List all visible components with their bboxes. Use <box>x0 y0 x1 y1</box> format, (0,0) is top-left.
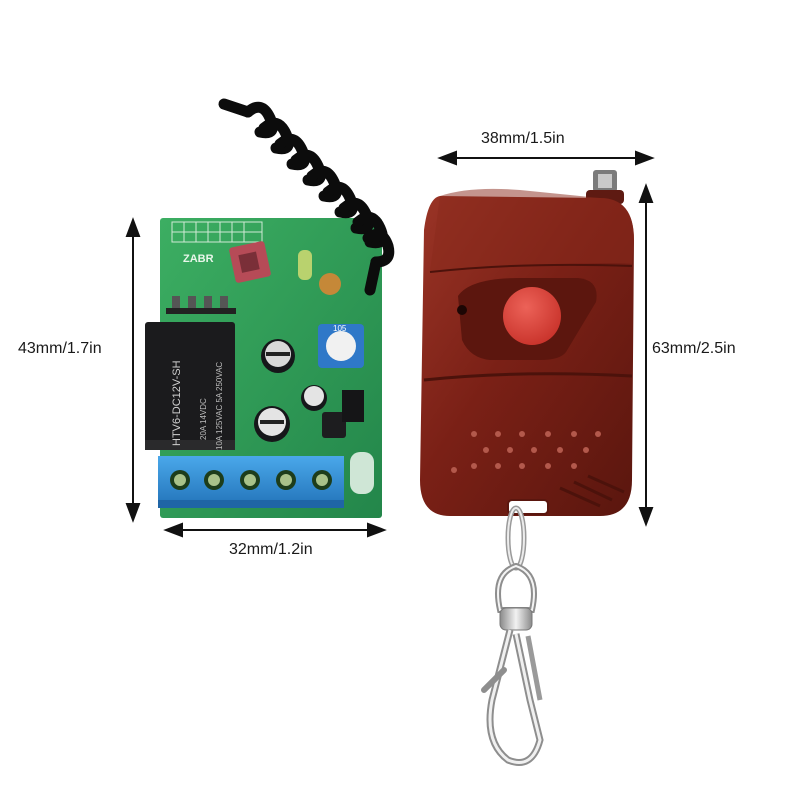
pin-header <box>166 296 236 314</box>
coil-antenna-icon <box>218 98 395 296</box>
arrow-icon <box>638 183 654 527</box>
keyring-clip-icon <box>481 505 544 766</box>
pot-marking: 105 <box>333 324 347 333</box>
receiver-height-label: 43mm/1.7in <box>18 340 102 357</box>
arrow-icon <box>125 217 141 523</box>
remote-height-label: 63mm/2.5in <box>652 340 736 357</box>
inductor <box>298 250 312 280</box>
receiver-module: ZABR HTV6-DC12V-SH 20A 14VDC 10A 125VAC … <box>145 218 382 518</box>
relay-model-label: HTV6-DC12V-SH <box>171 360 183 446</box>
jumper-pad-grid <box>171 221 263 243</box>
relay <box>145 322 235 450</box>
jumper-block <box>342 390 364 422</box>
relay-rating-label: 10A 125VAC 5A 250VAC <box>215 362 224 450</box>
arrow-icon <box>163 522 387 538</box>
led <box>350 452 374 494</box>
remote-button[interactable] <box>503 287 561 345</box>
remote-control <box>420 170 634 516</box>
grip-dots <box>451 431 601 473</box>
capacitor <box>254 406 290 442</box>
coil <box>319 273 341 295</box>
arrow-icon <box>437 150 655 166</box>
capacitor <box>261 339 295 373</box>
remote-width-label: 38mm/1.5in <box>481 130 565 147</box>
relay-rating-label: 20A 14VDC <box>199 398 208 440</box>
capacitor <box>301 385 327 411</box>
receiver-width-label: 32mm/1.2in <box>229 541 313 558</box>
brand-label: ZABR <box>183 253 214 265</box>
transistor <box>322 412 346 438</box>
